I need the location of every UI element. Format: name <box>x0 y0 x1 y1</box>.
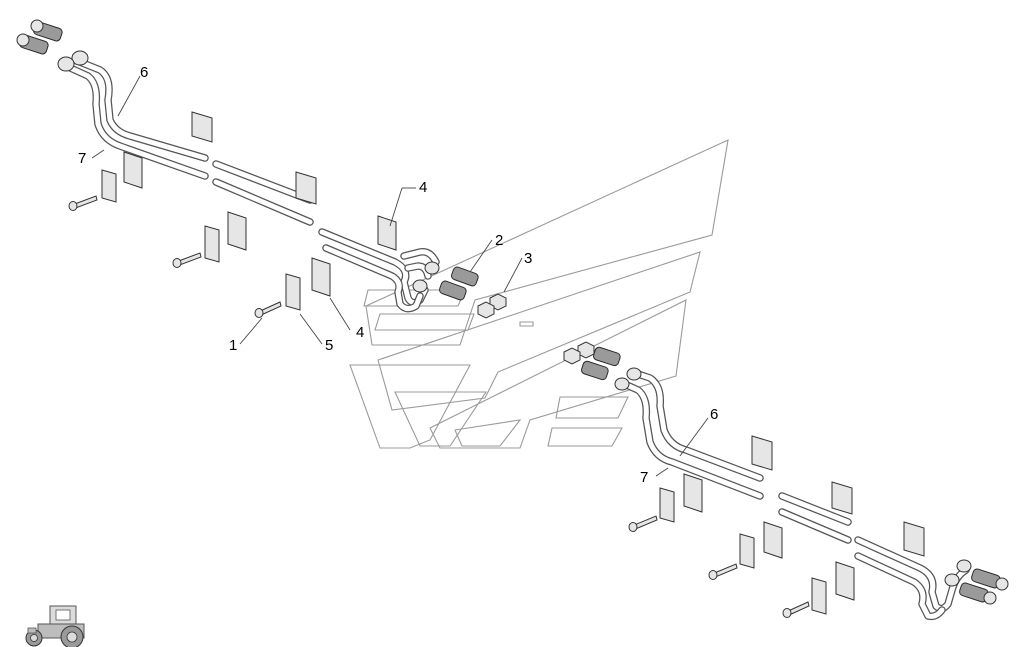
callout-7-lower: 7 <box>640 469 648 486</box>
callout-6-upper: 6 <box>140 64 148 81</box>
callout-3: 3 <box>524 250 532 267</box>
callout-5: 5 <box>325 337 333 354</box>
callout-1: 1 <box>229 337 237 354</box>
clamp-plate-icon <box>101 169 301 311</box>
watermark-logo-icon <box>349 139 729 449</box>
bolt-icon <box>628 515 810 618</box>
hydraulic-fitting-icon <box>412 261 479 301</box>
callouts: 6 7 4 2 3 1 5 4 6 7 <box>78 64 718 486</box>
callout-4-top: 4 <box>419 179 427 196</box>
callout-6-lower: 6 <box>710 406 718 423</box>
pipe-assembly-upper <box>62 58 440 313</box>
clamp-block-icon <box>683 435 925 601</box>
hydraulic-fitting-icon <box>16 19 89 72</box>
clamp-block-icon <box>123 111 397 297</box>
nut-icon <box>477 293 507 319</box>
hydraulic-fitting-icon <box>581 346 1009 605</box>
callout-2: 2 <box>495 232 503 249</box>
callout-4-bottom: 4 <box>356 324 364 341</box>
tractor-icon <box>25 605 85 647</box>
nut-icon <box>563 341 595 365</box>
clamp-plate-icon <box>659 487 827 615</box>
leader-lines <box>91 75 709 477</box>
bolt-icon <box>68 195 282 318</box>
callout-7-upper: 7 <box>78 150 86 167</box>
